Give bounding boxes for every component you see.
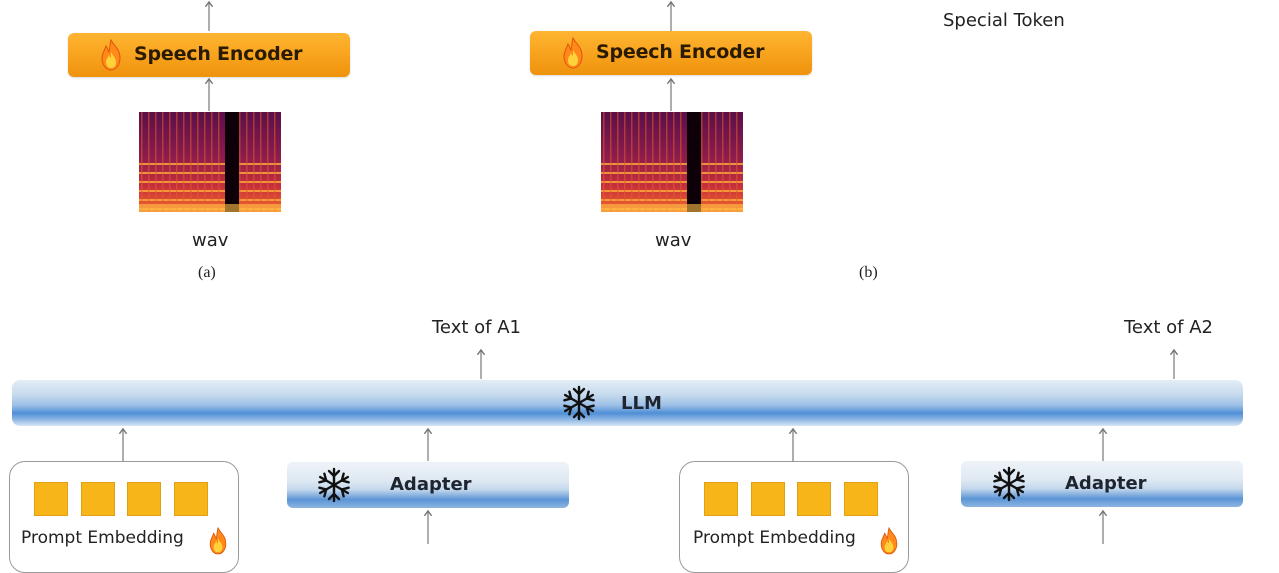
flame-icon: [209, 526, 227, 555]
prompt-token: [34, 482, 68, 516]
adapter-block-1: Adapter: [287, 462, 569, 508]
adapter-label: Adapter: [1065, 473, 1147, 494]
prompt-token: [797, 482, 831, 516]
prompt-embedding-label: Prompt Embedding: [693, 528, 856, 548]
special-token-label: Special Token: [943, 10, 1065, 31]
prompt-token: [174, 482, 208, 516]
snowflake-icon: [318, 467, 350, 503]
llm-label: LLM: [621, 393, 662, 414]
snowflake-icon: [993, 466, 1025, 502]
flame-icon: [101, 38, 121, 71]
caption-a: (a): [198, 264, 216, 281]
prompt-embedding-label: Prompt Embedding: [21, 528, 184, 548]
prompt-token: [704, 482, 738, 516]
output-text-a1: Text of A1: [432, 317, 521, 338]
prompt-token: [844, 482, 878, 516]
spectrogram-b: [601, 112, 743, 212]
flame-icon: [880, 526, 898, 555]
llm-block: LLM: [12, 380, 1243, 426]
adapter-label: Adapter: [390, 474, 472, 495]
caption-b: (b): [859, 264, 878, 281]
prompt-token: [127, 482, 161, 516]
connector-arrows: [0, 0, 1279, 544]
wav-label-b: wav: [655, 230, 692, 251]
prompt-token: [751, 482, 785, 516]
flame-icon: [563, 36, 583, 69]
speech-encoder-a: Speech Encoder: [68, 33, 350, 77]
wav-label-a: wav: [192, 230, 229, 251]
spectrogram-a: [139, 112, 281, 212]
speech-encoder-label: Speech Encoder: [596, 41, 765, 63]
prompt-embedding-box-1: Prompt Embedding: [9, 461, 239, 573]
speech-encoder-label: Speech Encoder: [134, 43, 303, 65]
snowflake-icon: [563, 385, 595, 421]
output-text-a2: Text of A2: [1124, 317, 1213, 338]
prompt-token: [81, 482, 115, 516]
speech-encoder-b: Speech Encoder: [530, 31, 812, 75]
adapter-block-2: Adapter: [961, 461, 1243, 507]
prompt-embedding-box-2: Prompt Embedding: [679, 461, 909, 573]
